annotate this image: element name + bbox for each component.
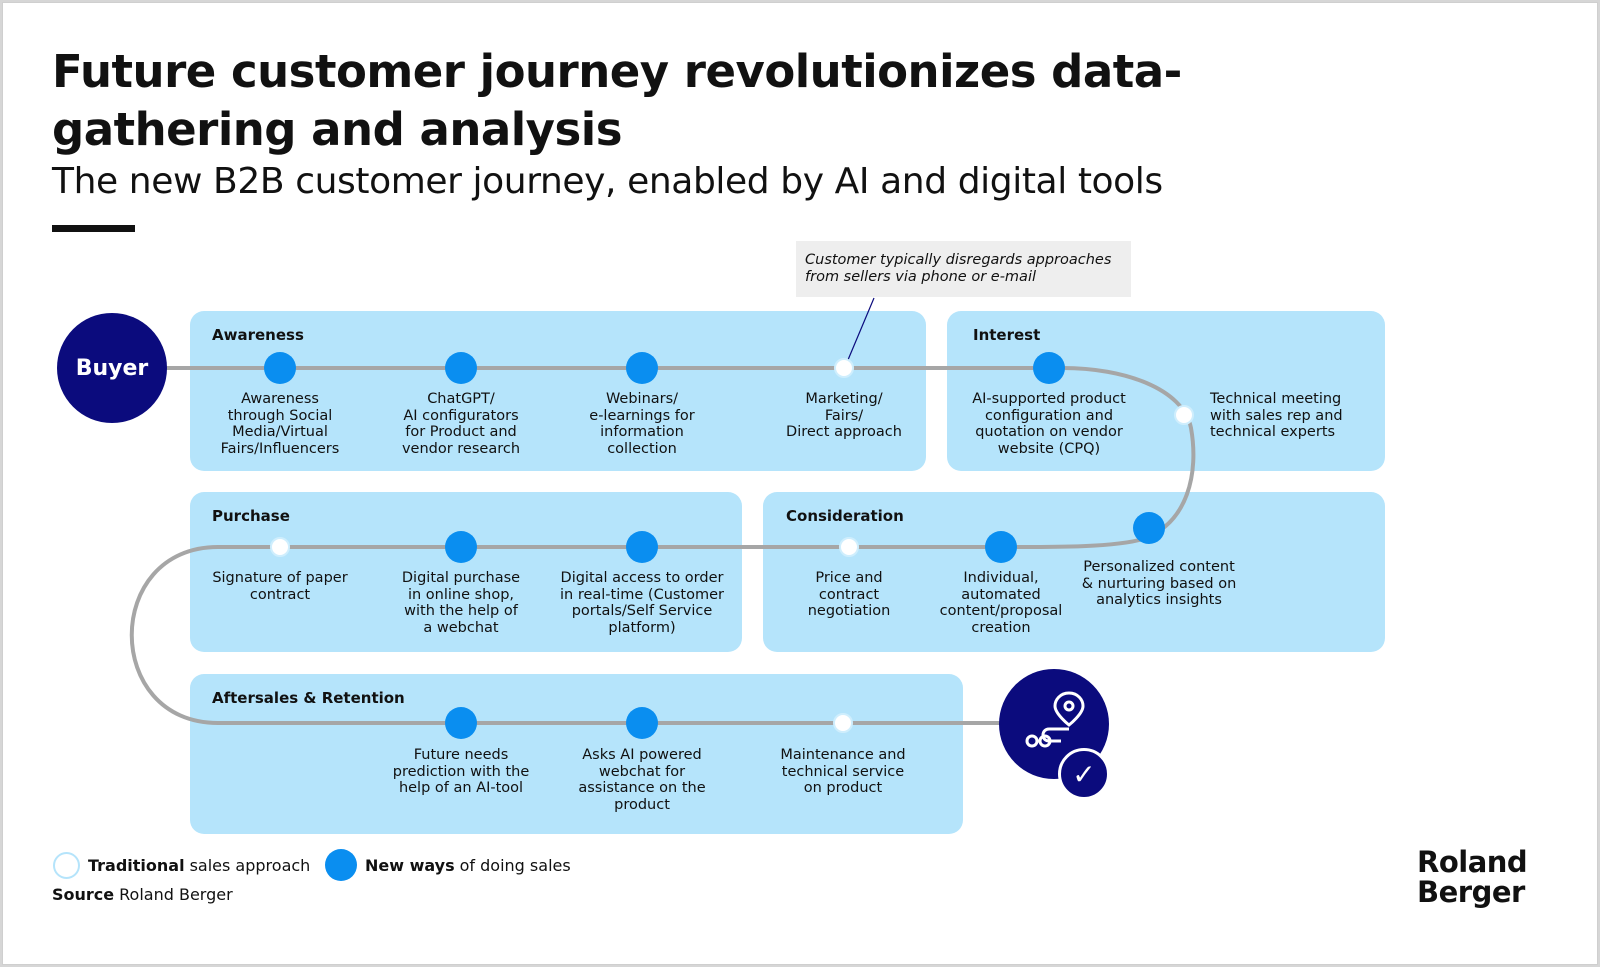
stage-title-awareness: Awareness — [212, 326, 304, 344]
legend-traditional: Traditional sales approach — [53, 852, 310, 879]
stage-title-interest: Interest — [973, 326, 1041, 344]
step-dot-aftersales-3 — [833, 713, 853, 733]
step-dot-purchase-1 — [626, 531, 658, 563]
callout-note: Customer typically disregards approaches… — [796, 241, 1131, 297]
stage-panel-purchase — [190, 492, 742, 652]
step-label-awareness-3: Webinars/ e-learnings for information co… — [589, 391, 695, 457]
page-title: Future customer journey revolutionizes d… — [52, 45, 1182, 156]
step-label-consideration-2: Individual, automated content/proposal c… — [939, 570, 1063, 636]
stage-title-aftersales: Aftersales & Retention — [212, 689, 405, 707]
step-dot-aftersales-2 — [626, 707, 658, 739]
legend-new-text: of doing sales — [459, 855, 571, 875]
step-dot-purchase-3 — [270, 537, 290, 557]
step-label-awareness-2: ChatGPT/ AI configurators for Product an… — [401, 391, 521, 457]
legend-traditional-text: sales approach — [189, 856, 311, 875]
step-label-aftersales-2: Asks AI powered webchat for assistance o… — [578, 747, 706, 813]
traditional-dot-icon — [53, 852, 80, 879]
step-dot-consideration-3 — [839, 537, 859, 557]
step-label-awareness-1: Awareness through Social Media/Virtual F… — [220, 391, 340, 457]
step-dot-consideration-2 — [985, 531, 1017, 563]
stage-title-purchase: Purchase — [212, 507, 290, 525]
step-dot-purchase-2 — [445, 531, 477, 563]
step-dot-aftersales-1 — [445, 707, 477, 739]
step-dot-interest-2 — [1174, 405, 1194, 425]
stage-panel-awareness — [190, 311, 926, 471]
step-label-purchase-3: Signature of paper contract — [212, 570, 348, 603]
callout-leader-line — [844, 297, 875, 368]
step-label-consideration-1: Personalized content & nurturing based o… — [1081, 559, 1237, 608]
stage-panel-interest — [947, 311, 1385, 471]
page-subtitle: The new B2B customer journey, enabled by… — [52, 161, 1163, 202]
step-label-purchase-1: Digital access to order in real-time (Cu… — [560, 570, 724, 636]
step-label-aftersales-1: Future needs prediction with the help of… — [392, 747, 530, 796]
source-label: Source — [52, 885, 115, 904]
step-dot-awareness-3 — [626, 352, 658, 384]
journey-path — [129, 297, 1196, 739]
legend-new: New ways of doing sales — [325, 849, 571, 881]
title-underline — [52, 225, 135, 232]
stage-panel-consideration — [763, 492, 1385, 652]
step-label-interest-1: AI-supported product configuration and q… — [972, 391, 1126, 457]
new-dot-icon — [325, 849, 357, 881]
stage-title-consideration: Consideration — [786, 507, 904, 525]
checkmark-icon: ✓ — [1058, 748, 1110, 800]
brand-logo: Roland Berger — [1417, 845, 1528, 909]
journey-line — [129, 366, 1196, 725]
source-value: Roland Berger — [119, 885, 233, 904]
step-dot-awareness-1 — [264, 352, 296, 384]
step-label-consideration-3: Price and contract negotiation — [807, 570, 891, 619]
legend-new-bold: New ways — [365, 855, 455, 875]
step-dot-interest-1 — [1033, 352, 1065, 384]
step-label-awareness-4: Marketing/ Fairs/ Direct approach — [786, 391, 902, 440]
legend-traditional-bold: Traditional — [88, 856, 185, 875]
step-dot-consideration-1 — [1133, 512, 1165, 544]
buyer-badge: Buyer — [57, 313, 167, 423]
step-label-purchase-2: Digital purchase in online shop, with th… — [401, 570, 521, 636]
step-label-aftersales-3: Maintenance and technical service on pro… — [780, 747, 906, 796]
step-dot-awareness-2 — [445, 352, 477, 384]
step-dot-awareness-4 — [834, 358, 854, 378]
stage-panel-aftersales — [190, 674, 963, 834]
step-label-interest-2: Technical meeting with sales rep and tec… — [1210, 391, 1343, 440]
